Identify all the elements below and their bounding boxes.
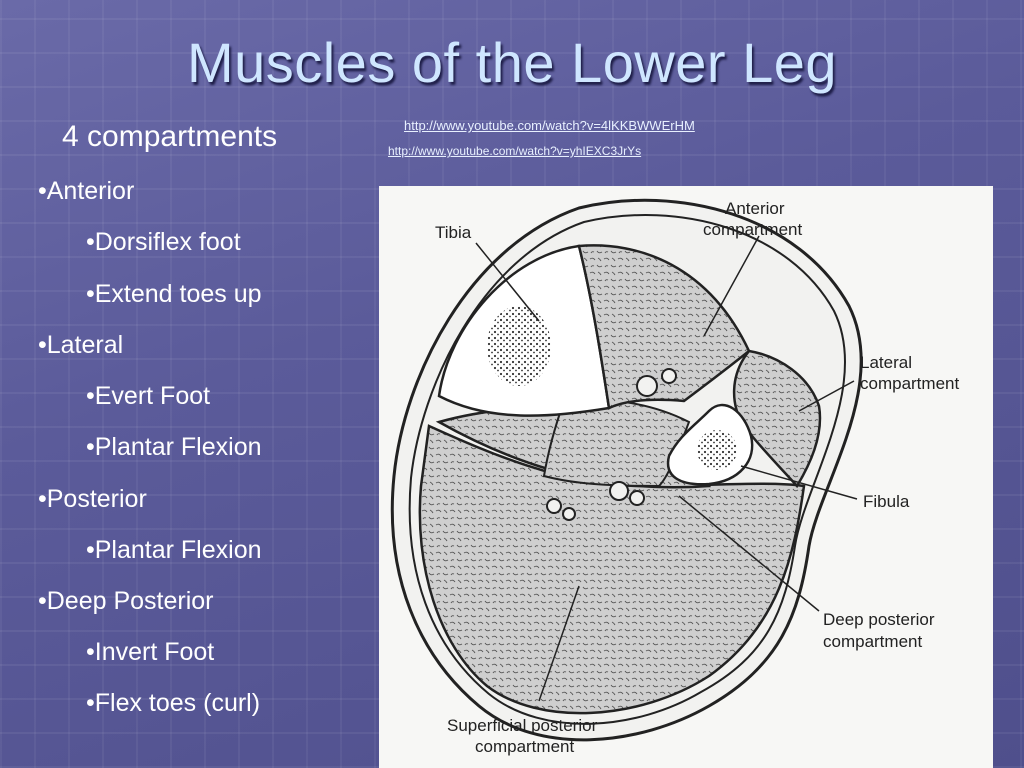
label-anterior-line1: Anterior <box>725 199 785 218</box>
label-fibula: Fibula <box>863 492 910 511</box>
bullet-plantar-flexion-posterior: •Plantar Flexion <box>86 536 262 564</box>
label-lateral-line2: compartment <box>860 374 960 393</box>
bullet-anterior: •Anterior <box>38 177 135 205</box>
label-superficial-posterior-line2: compartment <box>475 737 575 756</box>
youtube-link-2[interactable]: http://www.youtube.com/watch?v=yhIEXC3Jr… <box>388 144 642 158</box>
anterior-compartment <box>577 244 751 410</box>
label-lateral-line1: Lateral <box>860 353 912 372</box>
label-superficial-posterior-line1: Superficial posterior <box>447 716 598 735</box>
bullet-invert-foot: •Invert Foot <box>86 638 215 666</box>
bullet-lateral: •Lateral <box>38 331 124 359</box>
bullet-extend-toes-up: •Extend toes up <box>86 280 262 308</box>
leg-cross-section-figure: Tibia Anterior compartment Lateral compa… <box>379 186 993 768</box>
leg-cross-section-drawing <box>390 198 863 742</box>
bullet-evert-foot: •Evert Foot <box>86 382 211 410</box>
bullet-dorsiflex-foot: •Dorsiflex foot <box>86 228 241 256</box>
label-anterior-line2: compartment <box>703 220 803 239</box>
label-deep-posterior-line2: compartment <box>823 632 923 651</box>
label-deep-posterior-line1: Deep posterior <box>823 610 935 629</box>
youtube-link-1[interactable]: http://www.youtube.com/watch?v=4lKKBWWEr… <box>404 118 695 133</box>
bullet-flex-toes: •Flex toes (curl) <box>86 689 261 717</box>
label-tibia: Tibia <box>435 223 472 242</box>
slide-title: Muscles of the Lower Leg <box>186 31 838 94</box>
lateral-compartment <box>732 349 822 489</box>
slide-subtitle: 4 compartments <box>62 120 278 153</box>
bullet-plantar-flexion-lateral: •Plantar Flexion <box>86 433 262 461</box>
bullet-posterior: •Posterior <box>38 485 147 513</box>
bullet-deep-posterior: •Deep Posterior <box>38 587 214 615</box>
